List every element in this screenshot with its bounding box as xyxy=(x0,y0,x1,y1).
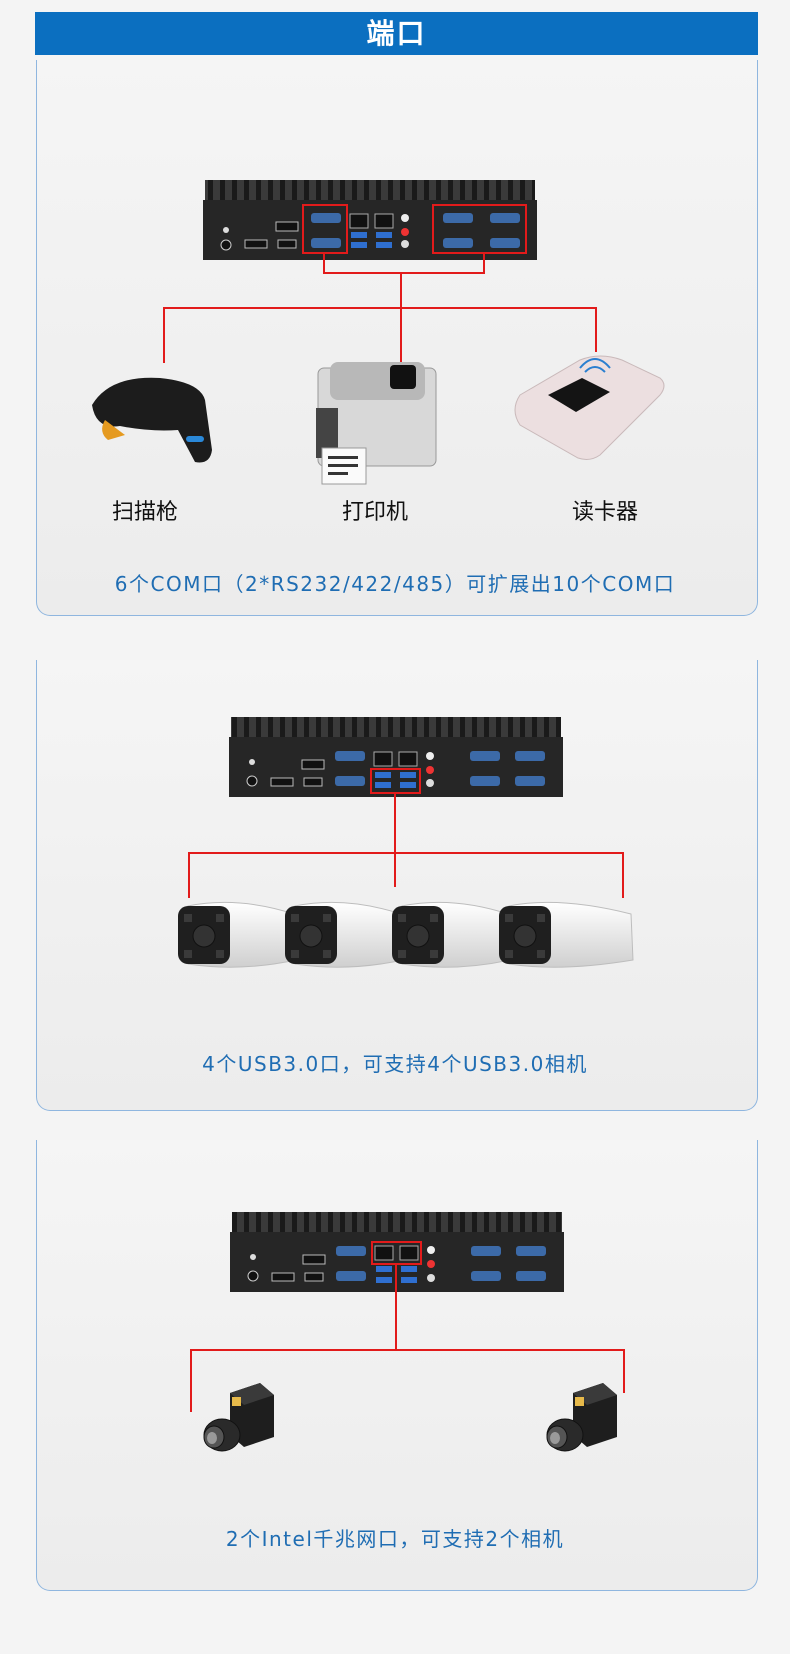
lan-caption: 2个Intel千兆网口，可支持2个相机 xyxy=(225,1527,565,1551)
com-port-panel xyxy=(36,60,758,616)
lan-connector-lines xyxy=(190,1264,625,1412)
industrial-camera-left xyxy=(203,1383,274,1452)
card-reader-image xyxy=(514,355,665,460)
industrial-camera-right xyxy=(546,1383,617,1452)
label-printer-image xyxy=(316,362,437,485)
usb-caption: 4个USB3.0口，可支持4个USB3.0相机 xyxy=(202,1052,588,1076)
barcode-scanner-image xyxy=(92,377,212,463)
mini-pc-com xyxy=(203,180,537,260)
section-header: 端口 xyxy=(35,12,758,55)
com-connector-lines xyxy=(163,253,597,363)
usb-cameras xyxy=(178,901,634,968)
scanner-label: 扫描枪 xyxy=(111,500,178,525)
printer-label: 打印机 xyxy=(341,500,408,525)
mini-pc-usb xyxy=(229,717,563,797)
com-caption: 6个COM口（2*RS232/422/485）可扩展出10个COM口 xyxy=(114,572,676,596)
card-reader-label: 读卡器 xyxy=(571,500,638,525)
usb-connector-lines xyxy=(188,793,624,898)
